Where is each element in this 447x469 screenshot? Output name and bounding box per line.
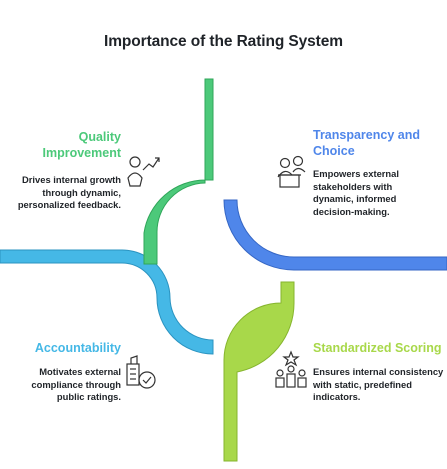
standardized-arm [223,281,295,462]
accountability-title: Accountability [34,341,121,355]
accountability-desc-line: Motivates external [39,366,121,377]
transparency-desc-line: stakeholders with [313,180,393,192]
transparency-arm [223,199,447,271]
standardized-desc-line: Ensures internal consistency [313,366,444,377]
quality-arm [143,78,214,265]
star-podium-icon [275,350,307,388]
accountability-desc-line: public ratings. [56,391,121,402]
quality-desc-line: personalized feedback. [17,199,121,210]
standardized-description: Ensures internal consistency with static… [313,366,445,404]
transparency-description: Empowers external stakeholders with dyna… [313,168,433,218]
person-growth-arrow-icon [127,156,160,187]
accountability-arm [0,249,214,355]
standardized-title: Standardized Scoring [313,341,442,355]
transparency-title: Transparency and Choice [313,127,443,159]
transparency-desc-line: dynamic, informed [313,193,397,204]
standardized-desc-line: indicators. [313,391,361,402]
transparency-title-line: Choice [313,144,355,158]
building-check-icon [126,355,156,389]
accountability-description: Motivates external compliance through pu… [10,366,121,404]
quality-title-line: Quality [78,130,121,144]
quality-desc-line: through dynamic, [42,186,121,198]
quality-title-line: Improvement [42,146,122,160]
transparency-desc-line: Empowers external [313,168,399,179]
transparency-title-line: Transparency and [313,128,420,142]
standardized-desc-line: with static, predefined [313,378,412,390]
people-podium-icon [277,155,306,188]
diagram-title: Importance of the Rating System [104,33,343,50]
accountability-desc-line: compliance through [31,378,121,390]
transparency-desc-line: decision-making. [313,205,390,217]
quality-title: Quality Improvement [30,129,122,161]
quality-desc-line: Drives internal growth [22,174,121,185]
quality-description: Drives internal growth through dynamic, … [10,174,121,212]
